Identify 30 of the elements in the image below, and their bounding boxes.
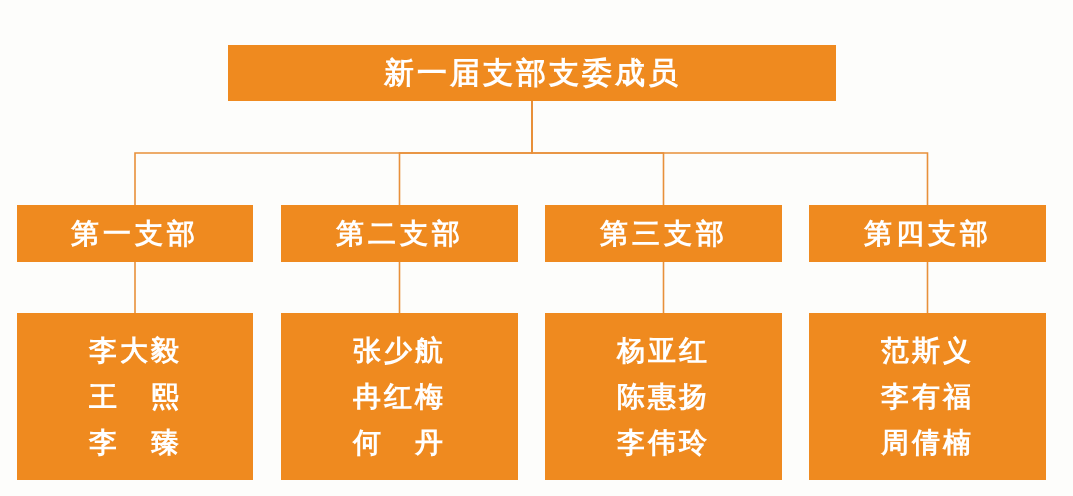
branch-name: 第一支部: [71, 215, 199, 252]
member-box: [281, 313, 518, 480]
member-box: [809, 313, 1046, 480]
member-name: 范斯义: [881, 332, 974, 369]
member-name: 李 臻: [88, 424, 182, 461]
connector-line: [398, 261, 401, 314]
member-name: 张少航: [353, 332, 446, 369]
branch-box: [545, 205, 782, 262]
member-name: 李伟玲: [617, 424, 710, 461]
member-name: 陈惠扬: [617, 378, 710, 415]
member-name: 杨亚红: [617, 332, 710, 369]
branch-name: 第三支部: [599, 215, 728, 252]
member-name: 李大毅: [88, 332, 182, 369]
member-name: 王 熙: [88, 378, 182, 415]
member-name: 何 丹: [353, 424, 446, 461]
branch-name: 第二支部: [335, 215, 464, 252]
member-name: 冉红梅: [353, 378, 446, 415]
branch-box: [17, 205, 253, 262]
member-box: [545, 313, 782, 480]
branch-box: [809, 205, 1046, 262]
member-name: 周倩楠: [881, 424, 974, 461]
connector-line: [662, 261, 665, 314]
title-text: 新一届支部支委成员: [383, 53, 681, 92]
member-name: 李有福: [881, 378, 974, 415]
title-box: [228, 45, 836, 101]
branch-name: 第四支部: [863, 215, 992, 252]
branch-box: [281, 205, 518, 262]
connector-line: [926, 261, 929, 314]
member-box: [17, 313, 253, 480]
connector-line: [134, 261, 136, 314]
